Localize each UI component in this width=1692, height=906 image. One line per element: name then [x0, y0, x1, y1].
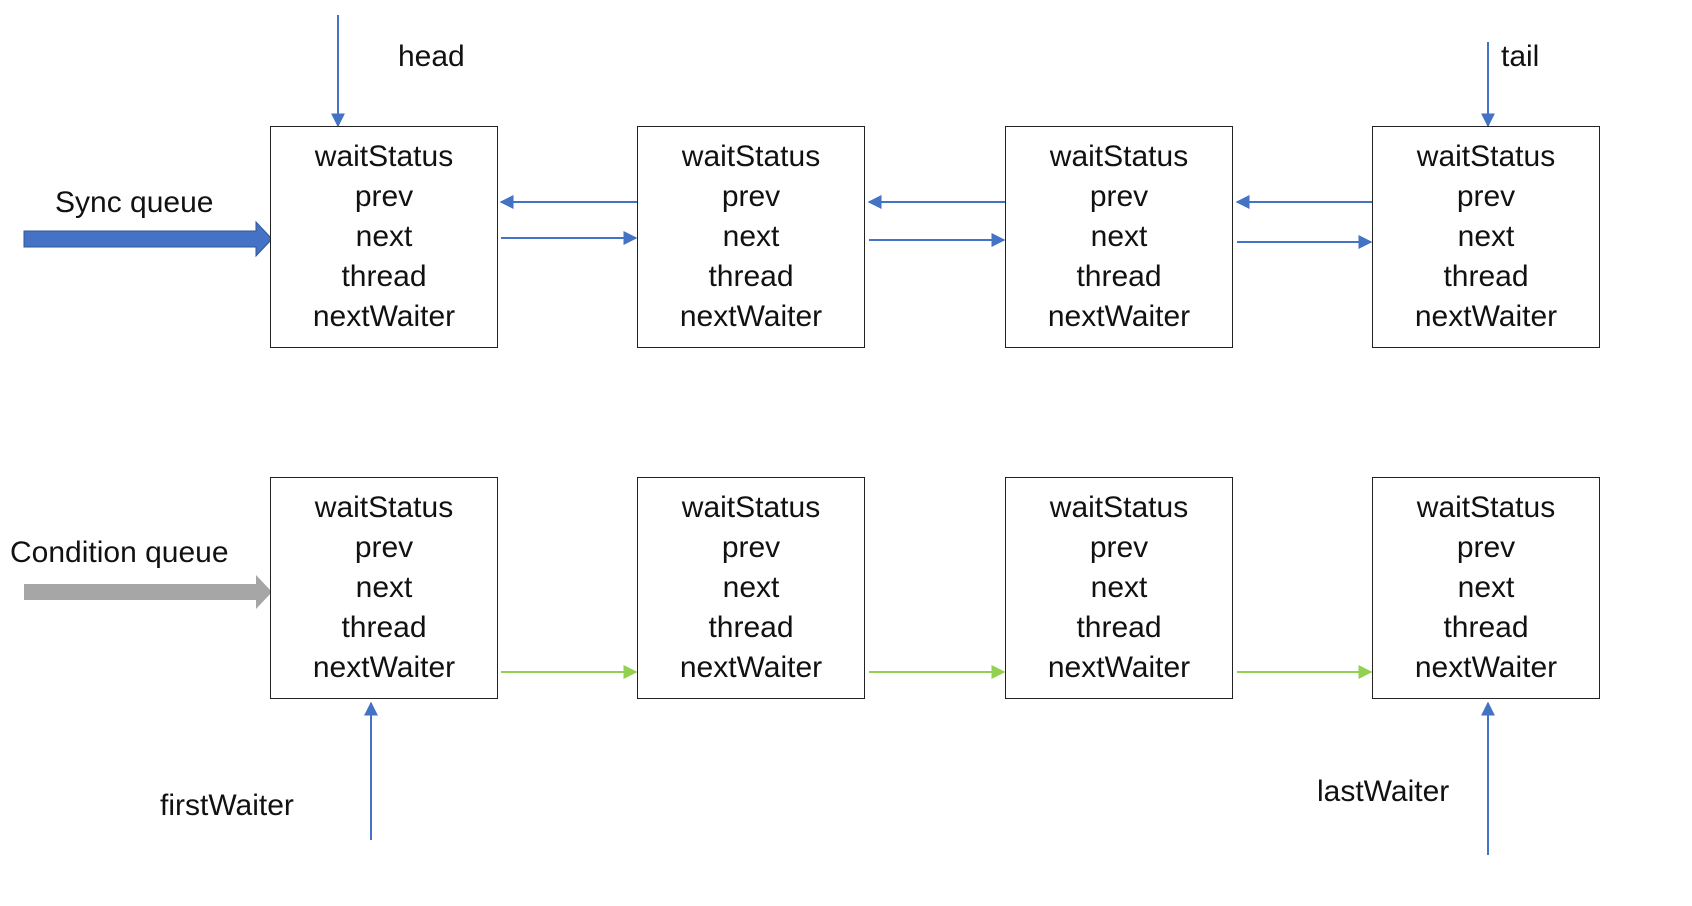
- node-field-next-waiter: nextWaiter: [1414, 651, 1558, 684]
- node-field-thread: thread: [341, 260, 427, 293]
- node-field-wait-status: waitStatus: [1416, 140, 1556, 173]
- node-field-wait-status: waitStatus: [1416, 491, 1556, 524]
- node-field-next: next: [1090, 571, 1148, 604]
- condition-queue-entry-arrow: [24, 575, 272, 609]
- node-field-prev: prev: [721, 180, 781, 213]
- sync-queue-node: waitStatus prev next thread nextWaiter: [270, 126, 498, 348]
- sync-queue-label: Sync queue: [55, 186, 214, 219]
- node-field-prev: prev: [1456, 180, 1516, 213]
- node-field-wait-status: waitStatus: [1049, 140, 1189, 173]
- node-field-wait-status: waitStatus: [314, 140, 454, 173]
- sync-queue-entry-arrow: [23, 220, 273, 258]
- node-field-next-waiter: nextWaiter: [1414, 300, 1558, 333]
- node-field-thread: thread: [341, 611, 427, 644]
- node-field-wait-status: waitStatus: [314, 491, 454, 524]
- node-field-thread: thread: [708, 260, 794, 293]
- node-field-next-waiter: nextWaiter: [679, 651, 823, 684]
- condition-queue-node: waitStatus prev next thread nextWaiter: [1372, 477, 1600, 699]
- node-field-next: next: [355, 220, 413, 253]
- node-field-next-waiter: nextWaiter: [312, 651, 456, 684]
- node-field-next: next: [722, 220, 780, 253]
- node-field-next: next: [1457, 220, 1515, 253]
- condition-queue-node: waitStatus prev next thread nextWaiter: [637, 477, 865, 699]
- sync-queue-node: waitStatus prev next thread nextWaiter: [1005, 126, 1233, 348]
- node-field-thread: thread: [1076, 260, 1162, 293]
- first-waiter-label: firstWaiter: [160, 789, 294, 822]
- node-field-prev: prev: [1089, 531, 1149, 564]
- node-field-next: next: [1090, 220, 1148, 253]
- node-field-wait-status: waitStatus: [1049, 491, 1189, 524]
- node-field-wait-status: waitStatus: [681, 491, 821, 524]
- tail-label: tail: [1501, 40, 1540, 73]
- node-field-thread: thread: [708, 611, 794, 644]
- node-field-next: next: [722, 571, 780, 604]
- node-field-next: next: [1457, 571, 1515, 604]
- node-field-prev: prev: [354, 531, 414, 564]
- node-field-thread: thread: [1443, 260, 1529, 293]
- node-field-prev: prev: [354, 180, 414, 213]
- condition-queue-node: waitStatus prev next thread nextWaiter: [270, 477, 498, 699]
- node-field-wait-status: waitStatus: [681, 140, 821, 173]
- condition-queue-node: waitStatus prev next thread nextWaiter: [1005, 477, 1233, 699]
- node-field-next-waiter: nextWaiter: [312, 300, 456, 333]
- node-field-next: next: [355, 571, 413, 604]
- condition-queue-label: Condition queue: [10, 536, 229, 569]
- node-field-next-waiter: nextWaiter: [1047, 300, 1191, 333]
- head-label: head: [398, 40, 465, 73]
- node-field-thread: thread: [1076, 611, 1162, 644]
- node-field-next-waiter: nextWaiter: [1047, 651, 1191, 684]
- node-field-thread: thread: [1443, 611, 1529, 644]
- sync-queue-node: waitStatus prev next thread nextWaiter: [1372, 126, 1600, 348]
- node-field-prev: prev: [1089, 180, 1149, 213]
- sync-queue-node: waitStatus prev next thread nextWaiter: [637, 126, 865, 348]
- node-field-next-waiter: nextWaiter: [679, 300, 823, 333]
- last-waiter-label: lastWaiter: [1317, 775, 1450, 808]
- node-field-prev: prev: [1456, 531, 1516, 564]
- node-field-prev: prev: [721, 531, 781, 564]
